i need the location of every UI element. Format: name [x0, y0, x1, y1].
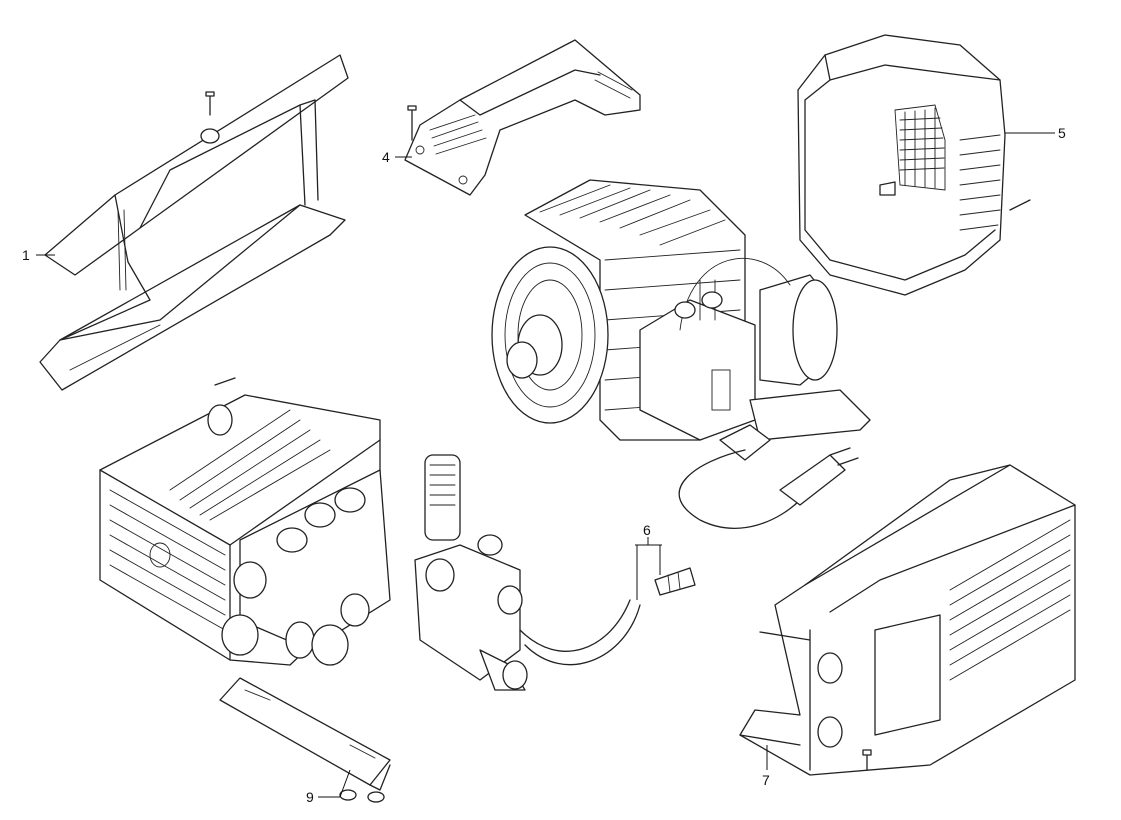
- callout-label-1: 1: [22, 247, 30, 263]
- callout-9: 9: [306, 769, 351, 805]
- high-pressure-pump: [99, 377, 391, 666]
- callout-label-9: 9: [306, 789, 314, 805]
- electric-motor: [491, 179, 871, 529]
- unloader-valve: [414, 454, 528, 691]
- part-9-mounting-bracket: [219, 677, 391, 803]
- part-4-handle: [404, 39, 641, 196]
- part-6-hose: [519, 567, 696, 666]
- callout-7: 7: [762, 745, 770, 788]
- callout-label-6: 6: [643, 522, 651, 538]
- part-7-front-panel: [739, 464, 1076, 776]
- callout-label-5: 5: [1058, 125, 1066, 141]
- callout-1: 1: [22, 247, 55, 263]
- part-5-fan-cover: [797, 34, 1031, 296]
- callout-6: 6: [635, 522, 662, 600]
- callout-4: 4: [382, 149, 412, 165]
- callout-label-7: 7: [762, 772, 770, 788]
- callout-label-4: 4: [382, 149, 390, 165]
- part-1-top-cover: [39, 54, 349, 391]
- callout-5: 5: [1005, 125, 1066, 141]
